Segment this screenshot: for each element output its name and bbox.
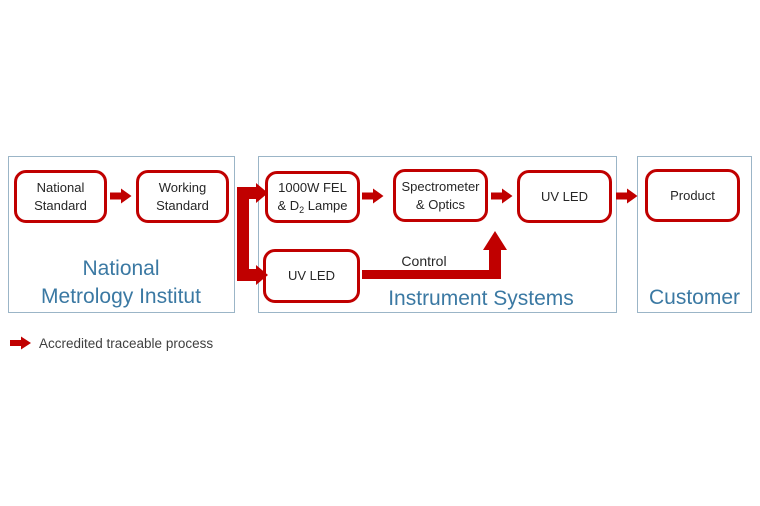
control-label: Control bbox=[401, 253, 447, 269]
flow-arrow-icon bbox=[362, 188, 384, 204]
node-label: Working Standard bbox=[156, 179, 209, 213]
node-spectrometer-optics: Spectrometer & Optics bbox=[393, 169, 488, 222]
node-label: 1000W FEL & D2 Lampe bbox=[277, 180, 348, 215]
legend-arrow-icon bbox=[10, 336, 31, 350]
subscript: 2 bbox=[299, 205, 305, 215]
node-uv-led-instrument: UV LED bbox=[517, 170, 612, 223]
node-fel-d2-lamp: 1000W FEL & D2 Lampe bbox=[265, 171, 360, 223]
flow-arrow-icon bbox=[616, 188, 638, 204]
split-flow-arrow-icon bbox=[237, 183, 268, 285]
flow-arrow-icon bbox=[491, 188, 513, 204]
node-label: UV LED bbox=[541, 188, 588, 204]
container-instrument-systems bbox=[258, 156, 617, 313]
node-label: National Standard bbox=[34, 179, 87, 213]
node-national-standard: National Standard bbox=[14, 170, 107, 223]
label-customer: Customer bbox=[648, 286, 741, 309]
label-national-metrology-institute: National Metrology Institut bbox=[9, 255, 233, 311]
control-flow-arrow-icon bbox=[362, 231, 507, 279]
node-label: UV LED bbox=[288, 268, 335, 284]
legend-label: Accredited traceable process bbox=[39, 336, 214, 351]
label-line: National bbox=[82, 257, 160, 280]
node-product: Product bbox=[645, 169, 740, 222]
label-instrument-systems: Instrument Systems bbox=[388, 287, 574, 310]
container-customer bbox=[637, 156, 752, 313]
node-working-standard: Working Standard bbox=[136, 170, 229, 223]
flow-arrow-icon bbox=[110, 188, 132, 204]
container-national-metrology-institute bbox=[8, 156, 235, 313]
node-label: Product bbox=[670, 187, 715, 203]
node-label: Spectrometer & Optics bbox=[401, 178, 480, 212]
node-uv-led-source: UV LED bbox=[263, 249, 360, 303]
label-line: Metrology Institut bbox=[41, 285, 201, 308]
